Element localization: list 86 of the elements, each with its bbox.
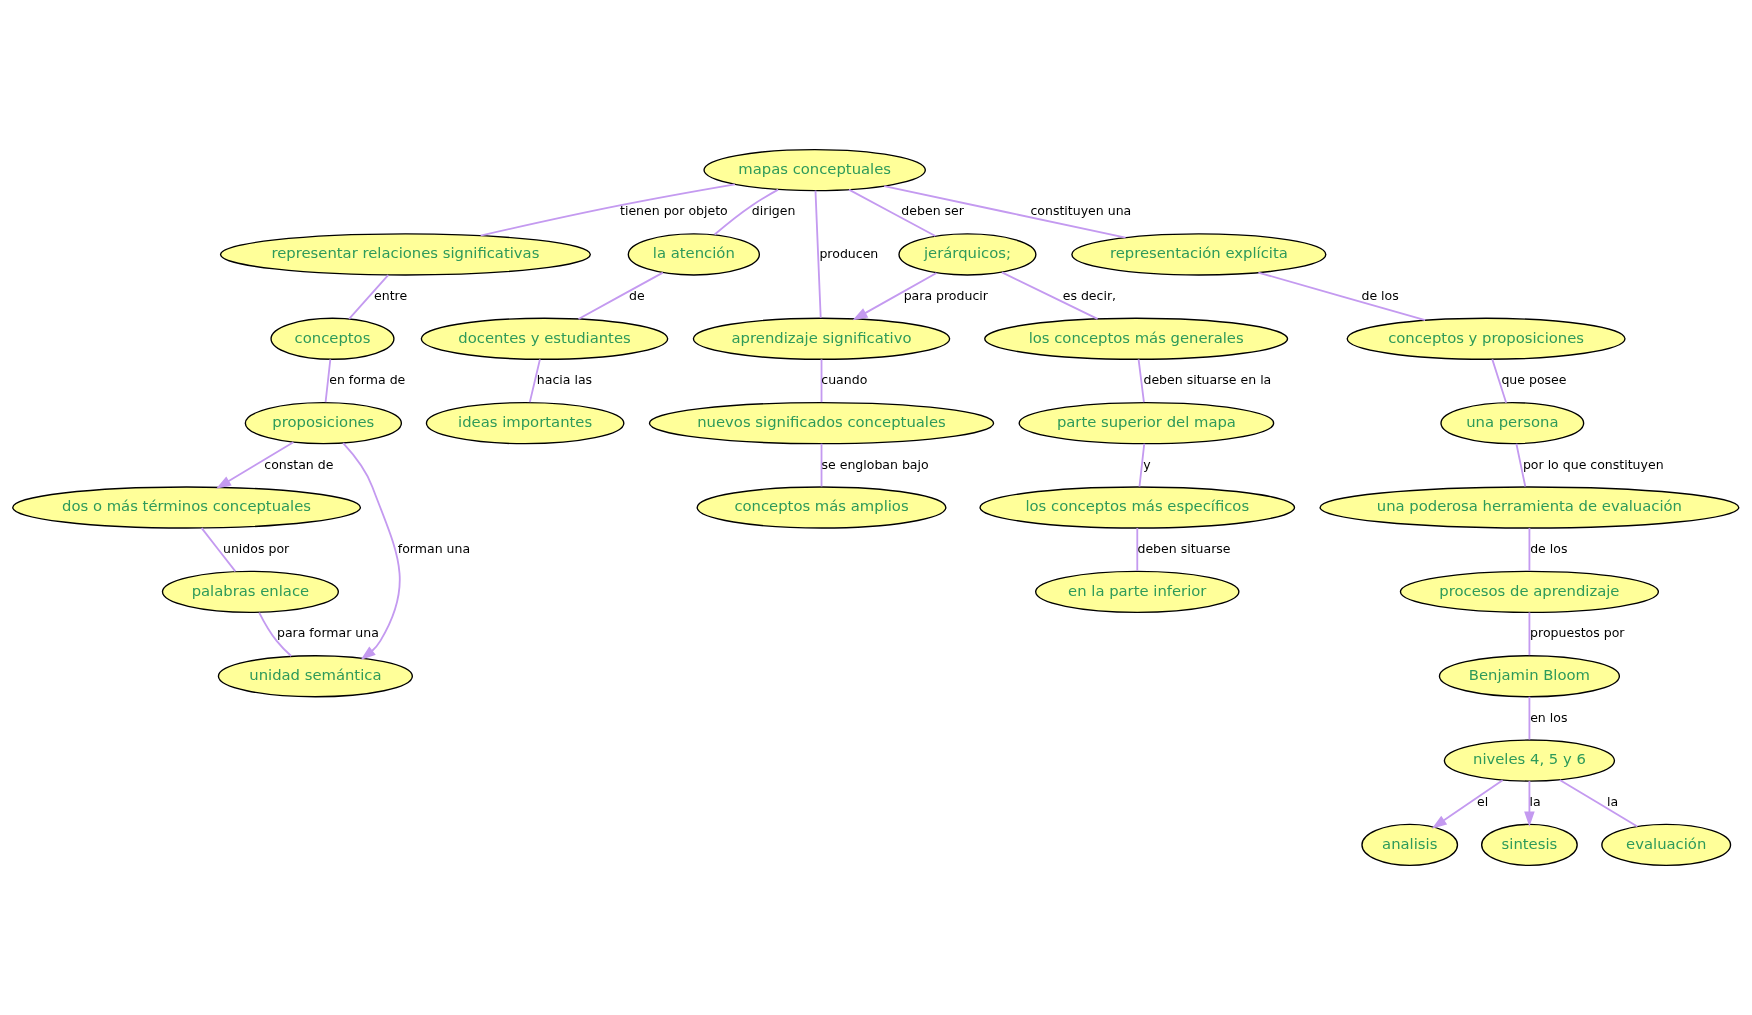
edge-label: constan de xyxy=(264,456,334,472)
edge-label: de los xyxy=(1530,540,1568,556)
edge-label: de xyxy=(629,287,645,303)
arrow xyxy=(1524,780,1535,827)
connector xyxy=(814,189,822,319)
node-ellipse: parte superior del mapa xyxy=(1018,401,1275,445)
edge-label: producen xyxy=(819,245,879,261)
node-ellipse: palabras enlace xyxy=(161,570,339,614)
node-ellipse: conceptos más amplios xyxy=(696,486,947,529)
node-ellipse: los conceptos más generales xyxy=(984,317,1289,360)
edge-label: deben situarse xyxy=(1137,540,1231,556)
node-ellipse: nuevos significados conceptuales xyxy=(648,401,995,445)
edge-label: que posee xyxy=(1501,372,1567,388)
node-ellipse: proposiciones xyxy=(244,401,403,445)
node-ellipse: una persona xyxy=(1440,401,1585,445)
node-ellipse: jerárquicos; xyxy=(898,233,1037,276)
edge-label: en los xyxy=(1530,709,1568,725)
edge-label: se engloban bajo xyxy=(821,456,929,472)
connector xyxy=(1136,527,1139,572)
connector xyxy=(200,527,237,573)
connector xyxy=(1528,611,1531,657)
node-ellipse: ideas importantes xyxy=(425,401,625,445)
edge-label: para formar una xyxy=(276,625,379,641)
connector xyxy=(883,185,1127,239)
connector xyxy=(258,611,293,657)
node-ellipse: Benjamin Bloom xyxy=(1438,655,1621,698)
connector xyxy=(713,188,780,236)
node-ellipse: representar relaciones significativas xyxy=(219,233,591,276)
connector xyxy=(1528,695,1531,741)
connector xyxy=(1137,358,1145,404)
node-ellipse: niveles 4, 5 y 6 xyxy=(1443,739,1616,782)
node-ellipse: una poderosa herramienta de evaluación xyxy=(1319,486,1740,529)
node-ellipse: procesos de aprendizaje xyxy=(1399,570,1660,614)
node-ellipse: la atención xyxy=(627,233,761,276)
arrow xyxy=(342,442,401,660)
edge-label: constituyen una xyxy=(1030,203,1132,219)
connector xyxy=(1515,442,1527,488)
node-ellipse: mapas conceptuales xyxy=(703,148,926,192)
edge-label: de los xyxy=(1361,287,1399,303)
connector xyxy=(324,358,332,404)
node-ellipse: aprendizaje significativo xyxy=(692,317,951,360)
node-ellipse: conceptos xyxy=(270,317,395,360)
node-ellipse: docentes y estudiantes xyxy=(420,317,669,360)
edge-label: en forma de xyxy=(329,372,406,388)
connector xyxy=(1138,442,1146,488)
edge-label: deben ser xyxy=(901,203,964,219)
node-ellipse: conceptos y proposiciones xyxy=(1346,317,1626,360)
arrow xyxy=(852,272,938,321)
edge-label: es decir, xyxy=(1062,287,1117,303)
connector xyxy=(1558,779,1639,828)
edge-label: hacia las xyxy=(536,372,593,388)
node-ellipse: unidad semántica xyxy=(217,655,414,698)
edge-label: deben situarse en la xyxy=(1143,372,1272,388)
edge-label: por lo que constituyen xyxy=(1522,456,1664,472)
node-ellipse: representación explícita xyxy=(1071,233,1327,276)
connector xyxy=(820,358,823,404)
edge-label: cuando xyxy=(821,372,868,388)
connector xyxy=(848,188,937,237)
node-ellipse: dos o más términos conceptuales xyxy=(12,486,362,529)
node-ellipse: sintesis xyxy=(1481,823,1578,867)
edge-label: el xyxy=(1477,793,1489,809)
edge-label: entre xyxy=(374,287,408,303)
edge-label: propuestos por xyxy=(1530,625,1625,641)
node-ellipse: analisis xyxy=(1361,823,1459,867)
node-ellipse: los conceptos más específicos xyxy=(979,486,1296,529)
connector xyxy=(1001,271,1099,320)
edge-label: y xyxy=(1143,456,1151,472)
connector xyxy=(1528,527,1531,572)
edge-label: unidos por xyxy=(223,540,290,556)
node-ellipse: evaluación xyxy=(1601,823,1732,867)
connector xyxy=(528,358,541,404)
connector xyxy=(348,274,390,320)
arrow xyxy=(1431,779,1504,829)
connector xyxy=(1491,358,1508,404)
edge-label: la xyxy=(1607,793,1619,809)
connector xyxy=(820,442,823,488)
edge-label: dirigen xyxy=(751,203,796,219)
connector xyxy=(577,271,664,320)
edge-label: la xyxy=(1529,793,1541,809)
edge-label: para producir xyxy=(903,287,988,303)
edge-label: tienen por objeto xyxy=(620,203,728,219)
node-ellipse: en la parte inferior xyxy=(1035,570,1240,614)
connector xyxy=(1257,271,1427,322)
arrow xyxy=(216,441,295,489)
edge-label: forman una xyxy=(397,540,471,556)
connector xyxy=(479,183,736,237)
